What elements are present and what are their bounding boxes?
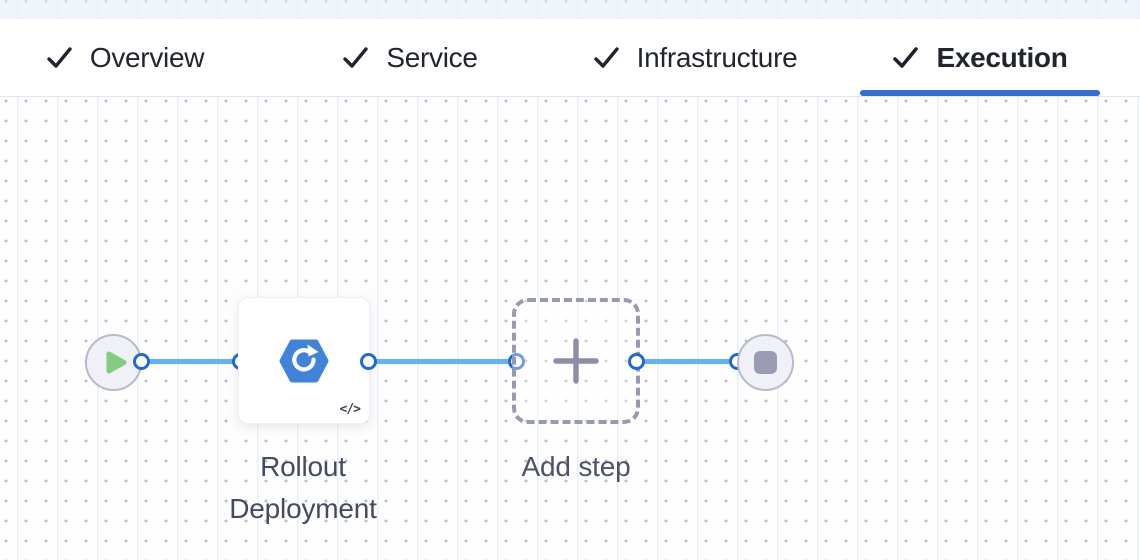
connector-endpoint bbox=[133, 353, 150, 370]
plus-icon bbox=[553, 338, 599, 384]
connector-line bbox=[143, 359, 240, 364]
tab-execution[interactable]: Execution bbox=[860, 19, 1100, 96]
stage-config-tabs: Overview Service Infrastructure Executio… bbox=[0, 19, 1140, 97]
tab-label: Overview bbox=[89, 41, 205, 73]
play-icon bbox=[106, 351, 127, 374]
pipeline-end-node[interactable] bbox=[737, 334, 794, 391]
check-icon bbox=[47, 47, 72, 68]
step-node-rollout-deployment[interactable]: </> bbox=[238, 297, 370, 424]
connector-endpoint bbox=[360, 353, 377, 370]
connector-line bbox=[638, 359, 737, 364]
check-icon bbox=[343, 47, 369, 68]
tab-overview[interactable]: Overview bbox=[5, 19, 245, 96]
rollout-deployment-hexagon-icon bbox=[279, 339, 329, 382]
check-icon bbox=[593, 47, 619, 68]
tab-label: Execution bbox=[936, 41, 1068, 73]
connector-line bbox=[370, 359, 516, 364]
stop-icon bbox=[754, 351, 777, 374]
add-step-button[interactable] bbox=[512, 298, 640, 424]
check-icon bbox=[893, 47, 919, 68]
tab-infrastructure[interactable]: Infrastructure bbox=[575, 19, 815, 96]
active-tab-indicator bbox=[860, 90, 1100, 96]
pipeline-start-node[interactable] bbox=[85, 334, 142, 391]
code-icon: </> bbox=[339, 402, 362, 417]
connector-endpoint bbox=[628, 353, 645, 370]
step-node-label: Rollout Deployment bbox=[229, 451, 377, 524]
tab-label: Infrastructure bbox=[636, 41, 798, 73]
tab-service[interactable]: Service bbox=[290, 19, 530, 96]
tab-label: Service bbox=[386, 41, 478, 73]
add-step-label: Add step bbox=[521, 451, 631, 482]
canvas-top-strip bbox=[0, 0, 1140, 19]
